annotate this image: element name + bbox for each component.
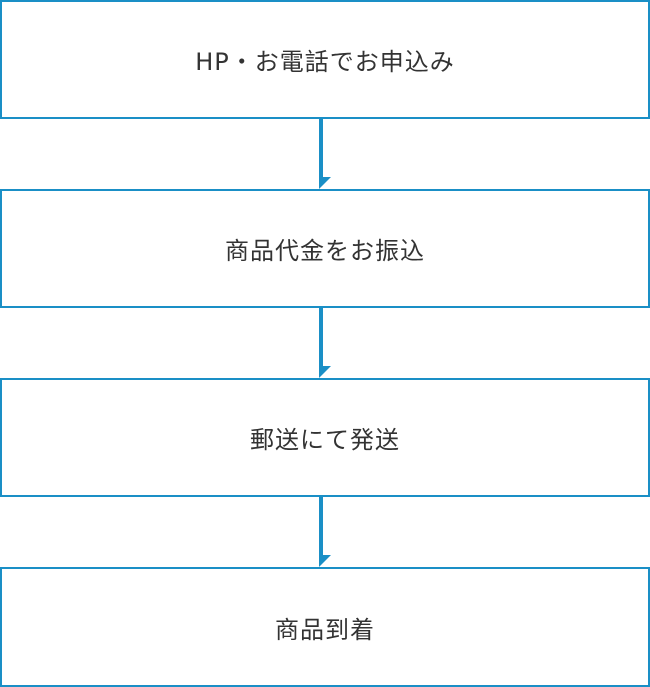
arrow-down-icon <box>319 119 331 189</box>
step-box-shipping: 郵送にて発送 <box>0 378 650 497</box>
arrow-down-icon <box>319 497 331 567</box>
step-box-payment: 商品代金をお振込 <box>0 189 650 308</box>
step-box-arrival: 商品到着 <box>0 567 650 687</box>
step-label-payment: 商品代金をお振込 <box>225 237 425 265</box>
step-label-shipping: 郵送にて発送 <box>250 426 400 454</box>
arrow-down-icon <box>319 308 331 378</box>
step-label-apply: HP・お電話でお申込み <box>195 48 455 76</box>
step-label-arrival: 商品到着 <box>275 615 375 644</box>
step-box-apply: HP・お電話でお申込み <box>0 0 650 119</box>
arrow-connector-3 <box>0 497 650 567</box>
arrow-connector-2 <box>0 308 650 378</box>
arrow-connector-1 <box>0 119 650 189</box>
